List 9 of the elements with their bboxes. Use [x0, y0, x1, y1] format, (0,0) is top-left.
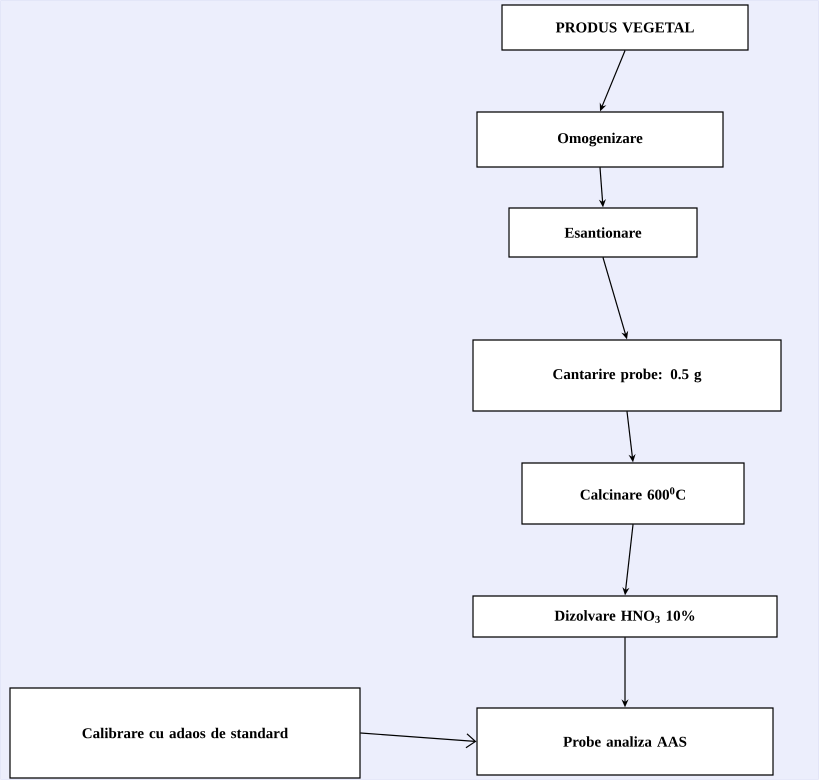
process-box: Calibrare cu adaos de standard: [9, 687, 361, 779]
process-box: Omogenizare: [476, 111, 724, 168]
process-box: Dizolvare HNO$_{3}$ 10%: [472, 595, 778, 638]
process-box: Probe analiza AAS: [476, 707, 774, 776]
process-box: Cantarire probe: 0.5 g: [472, 339, 782, 412]
process-box: Esantionare: [508, 207, 698, 258]
process-box: Calcinare 600$^{0}$C: [521, 462, 745, 525]
process-box: PRODUS VEGETAL: [501, 4, 749, 51]
arrow: [360, 732, 476, 748]
